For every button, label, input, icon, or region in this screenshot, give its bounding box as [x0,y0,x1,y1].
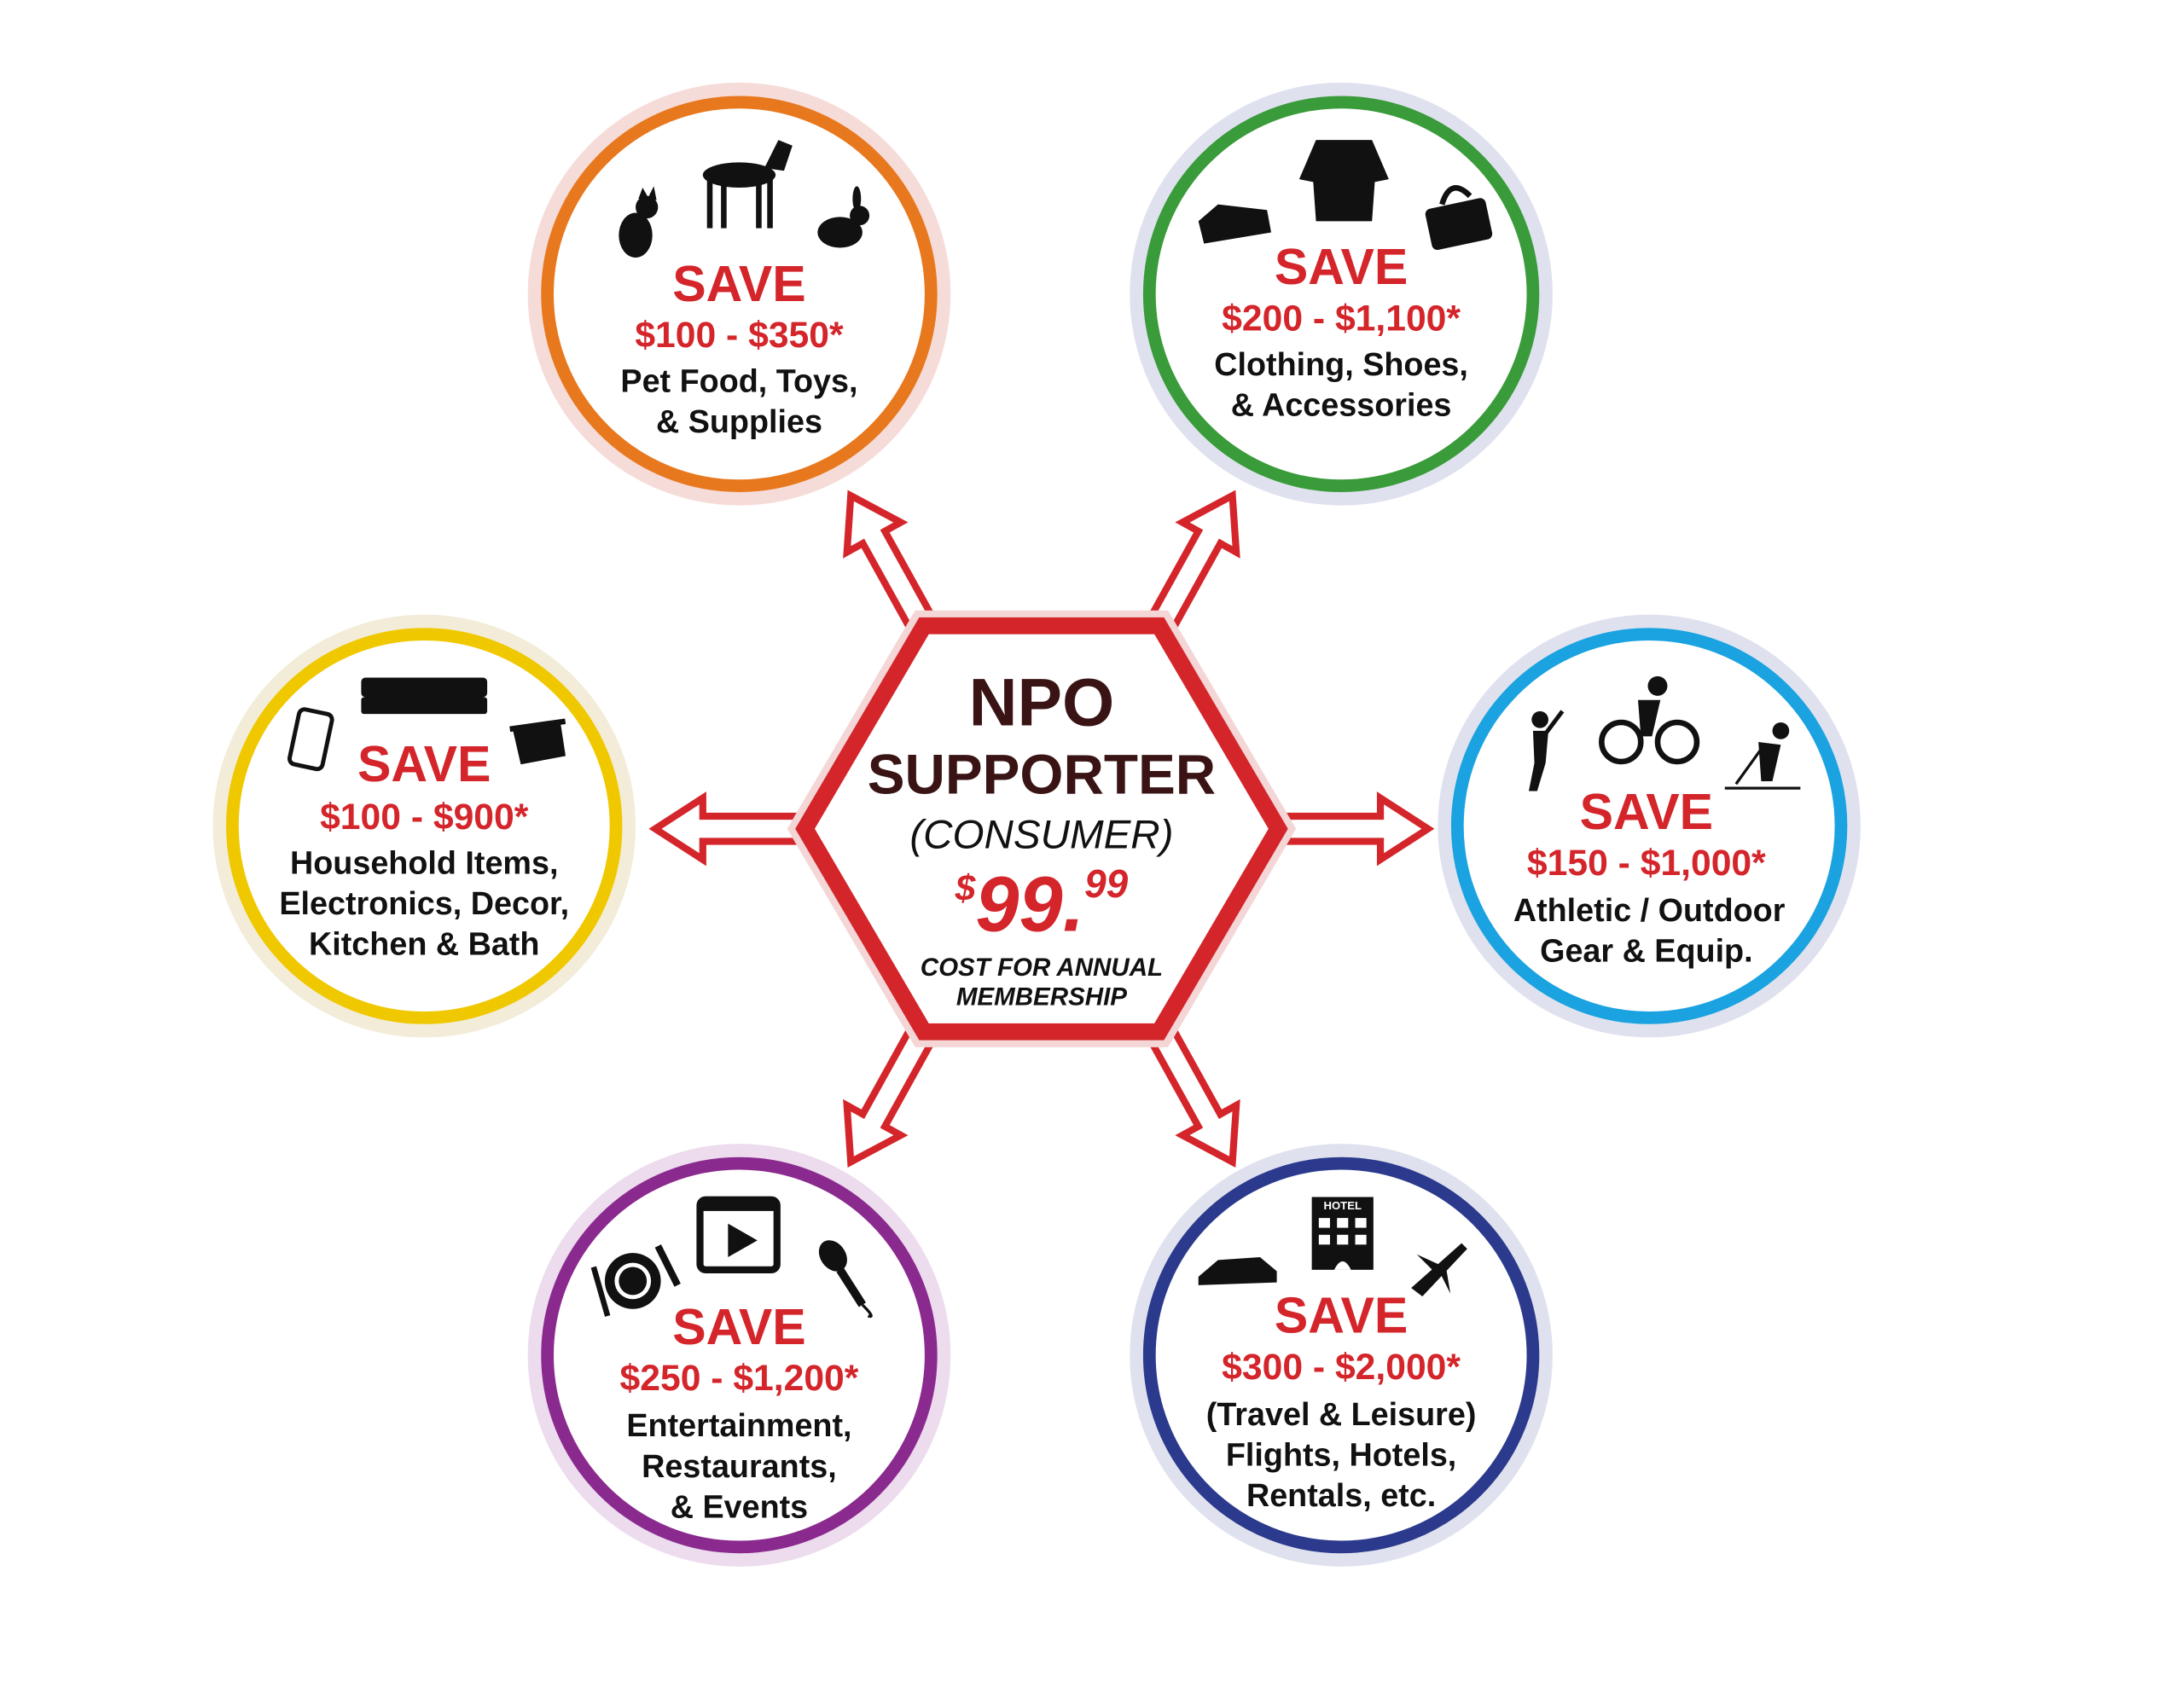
save-label: SAVE [672,1299,805,1355]
pot-icon [509,718,566,765]
savings-range: $250 - $1,200* [620,1358,859,1399]
category-entertainment: SAVE $250 - $1,200* Entertainment, Resta… [527,1144,951,1567]
category-desc-line: & Accessories [1231,387,1452,423]
caption-line1: COST FOR ANNUAL [921,954,1163,982]
save-label: SAVE [1275,239,1408,295]
price-main: 99. [975,861,1084,948]
center-hexagon: NPO SUPPORTER (CONSUMER) $99.99 COST FOR… [787,610,1297,1047]
save-label: SAVE [357,736,491,792]
price-cents: 99 [1084,861,1129,906]
savings-range: $100 - $900* [320,797,529,838]
svg-text:$99.99: $99.99 [955,861,1129,948]
category-desc-line: Clothing, Shoes, [1214,346,1468,382]
category-clothing: SAVE $200 - $1,100* Clothing, Shoes, & A… [1130,82,1553,506]
title-npo: NPO [969,664,1115,739]
category-travel: HOTEL SAVE $300 - $2,000* (Travel & Leis… [1130,1144,1553,1567]
caption-line2: MEMBERSHIP [956,983,1127,1012]
category-household: SAVE $100 - $900* Household Items, Elect… [212,614,636,1038]
category-desc-line: & Events [671,1488,808,1524]
skier-icon [1724,722,1801,790]
save-label: SAVE [1580,784,1713,840]
category-desc-line: Gear & Equip. [1540,933,1752,969]
price-symbol: $ [955,867,977,908]
category-desc-line: Flights, Hotels, [1226,1437,1456,1473]
category-athletic: SAVE $150 - $1,000* Athletic / Outdoor G… [1438,614,1861,1038]
hotel-sign: HOTEL [1324,1199,1362,1212]
rabbit-icon [817,186,870,248]
cyclist-icon [1599,675,1700,765]
category-desc-line: Rentals, etc. [1246,1477,1436,1513]
sofa-icon [361,677,488,715]
savings-range: $150 - $1,000* [1527,843,1766,884]
hotel-icon: HOTEL [1311,1197,1374,1270]
shoe-icon [1198,204,1272,244]
dog-icon [702,140,793,229]
category-desc-line: Electronics, Decor, [279,885,569,921]
category-pets: SAVE $100 - $350* Pet Food, Toys, & Supp… [527,82,951,506]
category-desc-line: Athletic / Outdoor [1513,892,1786,928]
category-desc-line: Household Items, [290,844,558,880]
category-desc-line: Pet Food, Toys, [620,363,857,399]
category-desc-line: Entertainment, [626,1407,851,1443]
golfer-icon [1529,710,1565,791]
savings-range: $300 - $2,000* [1222,1347,1461,1388]
save-label: SAVE [1275,1288,1408,1344]
handbag-icon [1425,185,1493,251]
remote-icon [287,707,334,772]
car-icon [1198,1257,1277,1285]
cat-icon [619,186,659,258]
category-desc-line: Restaurants, [642,1448,837,1484]
save-label: SAVE [672,256,805,312]
movie-play-icon [696,1196,781,1273]
shirt-icon [1298,140,1389,222]
savings-range: $200 - $1,100* [1222,298,1461,339]
category-desc-line: & Supplies [656,403,822,439]
title-supporter: SUPPORTER [868,744,1216,806]
category-desc-line: (Travel & Leisure) [1206,1396,1477,1432]
subtitle-consumer: (CONSUMER) [909,813,1173,858]
dinner-plate-icon [590,1244,681,1317]
category-desc-line: Kitchen & Bath [309,925,539,961]
airplane-icon [1411,1243,1467,1297]
savings-range: $100 - $350* [635,315,844,356]
microphone-icon [818,1240,873,1319]
